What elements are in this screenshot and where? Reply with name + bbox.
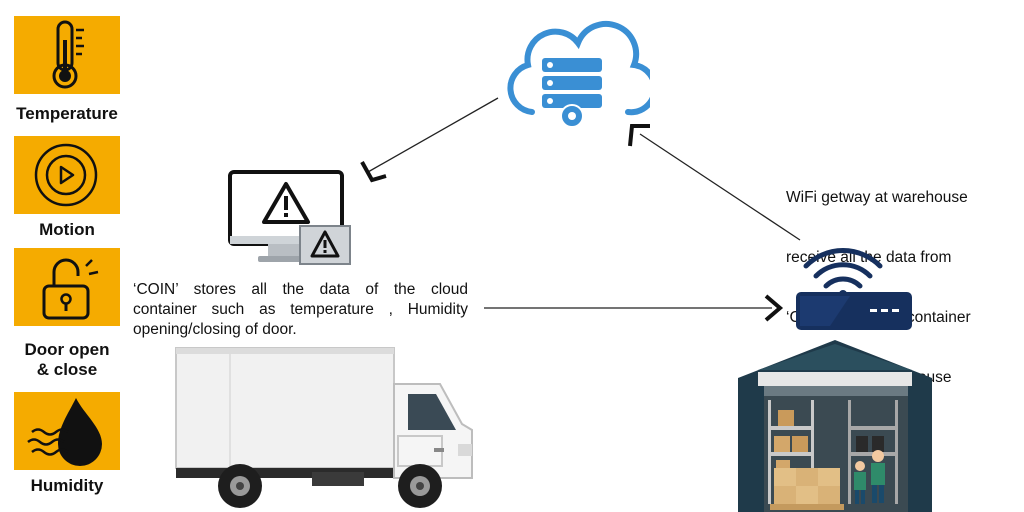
coin-description-line2: container such as temperature , Humidity <box>133 301 468 318</box>
thermometer-icon <box>52 20 84 89</box>
humidity-label: Humidity <box>30 476 104 495</box>
wifi-description-line1: WiFi getway at warehouse <box>786 189 968 206</box>
door-label-line2: & close <box>36 360 98 379</box>
humidity-tile <box>14 392 120 470</box>
motion-tile <box>14 136 120 214</box>
door-tile <box>14 248 120 326</box>
arrow-cloud-to-monitor <box>367 97 499 173</box>
door-label-line1: Door open <box>24 340 110 359</box>
warehouse-illustration <box>738 340 932 512</box>
coin-description: ‘COIN’ stores all the data of the cloud … <box>133 280 468 340</box>
temperature-tile <box>14 16 120 94</box>
cloud-server-icon <box>500 20 650 132</box>
wifi-router-icon <box>790 236 916 334</box>
coin-description-line3: opening/closing of door. <box>133 321 297 338</box>
arrow-router-to-cloud <box>639 133 801 241</box>
delivery-truck-illustration <box>172 344 478 512</box>
motion-label: Motion <box>39 220 95 239</box>
monitor-alert-icon <box>228 170 354 270</box>
motion-play-icon <box>34 143 98 207</box>
arrowhead-monitor <box>360 161 387 183</box>
padlock-open-icon <box>42 258 99 320</box>
coin-description-line1: ‘COIN’ stores all the data of the cloud <box>133 281 468 298</box>
temperature-label: Temperature <box>16 104 118 123</box>
arrowhead-router <box>764 294 784 322</box>
water-drop-icon <box>27 398 102 466</box>
arrowhead-cloud <box>628 124 650 147</box>
